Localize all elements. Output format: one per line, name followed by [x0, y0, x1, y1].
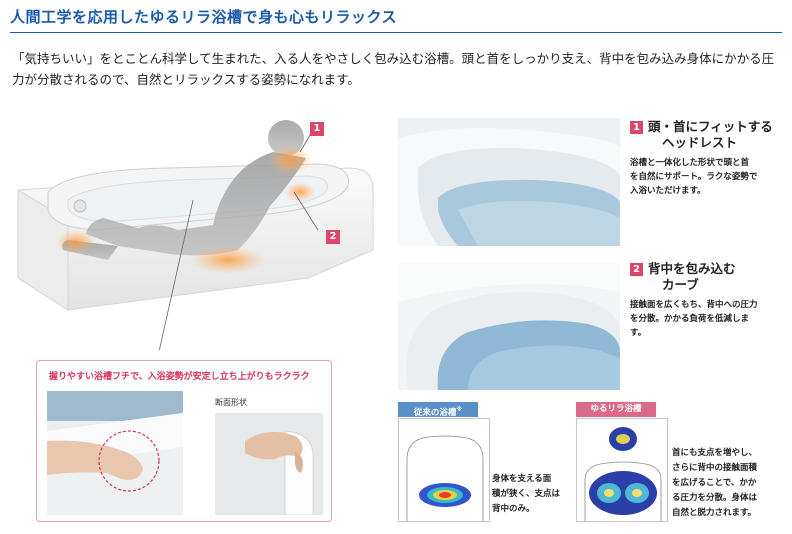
yururira-text-line: 首にも支点を増やし、	[672, 448, 758, 458]
feature-1-body-line: 入浴いただけます。	[630, 186, 706, 196]
headrest-badge: 1	[310, 122, 324, 136]
conventional-text-line: 身体を支える面	[492, 474, 552, 484]
title-underline	[10, 32, 782, 33]
yururira-text-line: る圧力を分散。身体は	[672, 493, 758, 503]
intro-paragraph: 「気持ちいい」をとことん科学して生まれた、入る人をやさしく包み込む浴槽。頭と首を…	[12, 51, 775, 87]
conventional-tab: 従来の浴槽※	[398, 402, 478, 418]
feature-1-number: 1	[630, 121, 643, 134]
section-shape-label: 断面形状	[215, 398, 247, 407]
hand-on-rim-photo	[47, 391, 183, 515]
feature-1-body-line: を自然にサポート。ラクな姿勢で	[630, 172, 758, 182]
feature-2-title-line1: 背中を包み込む	[648, 261, 736, 276]
feature-1-title-line1: 頭・首にフィットする	[648, 119, 773, 134]
feature-2-body-line: す。	[630, 328, 647, 338]
page-title: 人間工学を応用したゆるリラ浴槽で身も心もリラックス	[10, 8, 398, 26]
feature-2-body-line: を分散。かかる負荷を低減しま	[630, 314, 750, 324]
conventional-label: 従来の浴槽	[413, 407, 457, 418]
yururira-text-line: を広げることで、かか	[672, 478, 757, 488]
feature-2-number: 2	[630, 263, 643, 276]
rim-grip-callout: 握りやすい浴槽フチで、入浴姿勢が安定し立ち上がりもラクラク 断面形状	[36, 360, 332, 522]
yururira-description: 首にも支点を増やし、 さらに背中の接触面積 を広げることで、かか る圧力を分散。…	[672, 446, 782, 521]
footnote-mark: ※	[456, 406, 463, 413]
back-curve-photo	[398, 262, 620, 390]
feature-2-body-line: 接触面を広くもち、背中への圧力	[630, 300, 758, 310]
feature-2-title-line2: カーブ	[662, 277, 699, 292]
feature-1-body-line: 浴槽と一体化した形状で頭と首	[630, 158, 750, 168]
conventional-text-line: 背中のみ。	[492, 504, 535, 514]
feature-back-curve: 2 背中を包み込む カーブ 接触面を広くもち、背中への圧力 を分散。かかる負荷を…	[630, 261, 780, 340]
callout-title: 握りやすい浴槽フチで、入浴姿勢が安定し立ち上がりもラクラク	[49, 372, 310, 382]
yururira-text-line: 自然と脱力されます。	[672, 508, 757, 518]
rim-cross-section-photo	[215, 413, 323, 515]
yururira-pressure-map	[576, 418, 668, 522]
yururira-text-line: さらに背中の接触面積	[672, 463, 758, 473]
yururira-tab: ゆるリラ浴槽	[576, 402, 656, 417]
feature-1-title-line2: ヘッドレスト	[662, 135, 738, 150]
conventional-text-line: 積が狭く、支点は	[492, 489, 561, 499]
conventional-pressure-map	[398, 418, 490, 522]
feature-headrest: 1 頭・首にフィットする ヘッドレスト 浴槽と一体化した形状で頭と首 を自然にサ…	[630, 119, 780, 198]
bathtub-illustration: 1 2	[8, 110, 380, 357]
bathtub-figure-image	[17, 120, 374, 357]
conventional-description: 身体を支える面 積が狭く、支点は 背中のみ。	[492, 472, 572, 517]
headrest-photo	[398, 118, 620, 246]
back-curve-badge: 2	[326, 230, 340, 244]
